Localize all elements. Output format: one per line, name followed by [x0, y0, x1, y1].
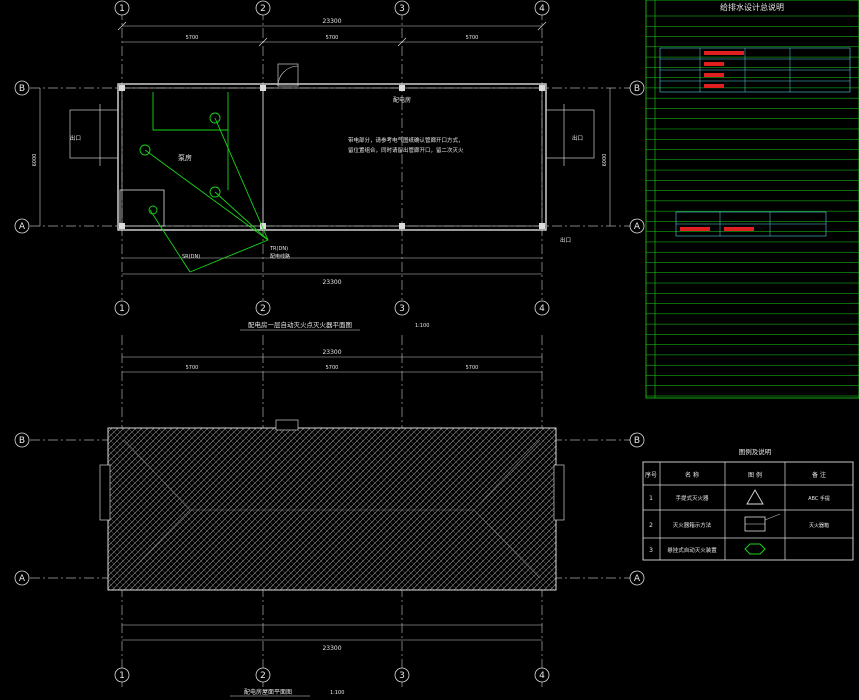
leader-label-2: TR(DN): [269, 246, 288, 252]
center-note-line1: 带电部分，请参考电气图纸确认管廊开口方式，: [348, 136, 464, 144]
roof-overall-dim-bottom: 23300: [322, 645, 341, 652]
svg-text:B: B: [634, 436, 640, 446]
legend-table: 图例及说明 序号 名 称 图 例 备 注 1 手提式灭火器 ABC 手提 2 灭…: [642, 447, 854, 561]
roof-axis-bubble-row-b-right: B: [629, 432, 645, 448]
roof-bay-dim-3: 5700: [466, 365, 479, 371]
svg-text:3: 3: [399, 4, 405, 14]
top-plan: 1 2 3 4 1 2 3 4: [14, 0, 645, 331]
room-label-pump: 泵房: [178, 153, 192, 162]
roof-bay-dim-2: 5700: [326, 365, 339, 371]
svg-text:A: A: [634, 222, 641, 232]
bay-dim-2: 5700: [326, 35, 339, 41]
roof-plan-scale: 1:100: [330, 690, 344, 696]
roof-axis-bubble-bottom-2: 2: [255, 667, 271, 683]
roof-plan: 23300 5700 5700 5700 23300 B A B: [14, 335, 645, 697]
roof-axis-bubble-row-a-left: A: [14, 570, 30, 586]
roof-axis-bubble-row-a-right: A: [629, 570, 645, 586]
legend-row1-no: 1: [649, 495, 653, 502]
bay-dim-1: 5700: [186, 35, 199, 41]
axis-bubble-top-3: 3: [394, 0, 410, 16]
top-dimension-lines: 23300 5700 5700 5700 23300 6000 6000: [32, 18, 611, 286]
leader-label-3: 配电线路: [270, 253, 290, 260]
svg-text:2: 2: [260, 304, 266, 314]
axis-bubble-mid-2: 2: [255, 300, 271, 316]
overall-dim-top: 23300: [322, 18, 341, 25]
side-note-left: 出口: [70, 134, 81, 142]
notes-panel-rules: [646, 15, 859, 397]
svg-text:3: 3: [399, 304, 405, 314]
svg-text:4: 4: [539, 4, 545, 14]
leader-label-1: SR(DN): [182, 254, 200, 260]
legend-row2-name: 灭火器箱示方法: [673, 521, 712, 529]
svg-text:1: 1: [119, 304, 125, 314]
axis-bubble-mid-4: 4: [534, 300, 550, 316]
axis-bubble-row-b-left: B: [14, 80, 30, 96]
legend-row1-name: 手提式灭火器: [675, 494, 709, 502]
axis-bubble-top-1: 1: [114, 0, 130, 16]
legend-row2-note: 灭火器箱: [809, 522, 829, 529]
side-note-right: 出口: [572, 134, 583, 142]
legend-row1-note: ABC 手提: [808, 495, 830, 502]
legend-header-no: 序号: [645, 471, 657, 479]
roof-axis-bubble-bottom-1: 1: [114, 667, 130, 683]
svg-text:B: B: [19, 84, 25, 94]
axis-bubble-top-2: 2: [255, 0, 271, 16]
top-plan-title: 配电房一层自动灭火点灭火器平面图: [248, 320, 352, 329]
roof-dimension-lines: 23300 5700 5700 5700 23300: [122, 349, 542, 652]
side-note-bottom: 出口: [560, 236, 571, 244]
notes-panel-title: 给排水设计总说明: [720, 2, 784, 12]
svg-text:2: 2: [260, 671, 266, 681]
svg-text:A: A: [634, 574, 641, 584]
design-notes-panel: 给排水设计总说明: [645, 0, 859, 399]
svg-text:B: B: [634, 84, 640, 94]
roof-bay-dim-1: 5700: [186, 365, 199, 371]
legend-header-note: 备 注: [812, 471, 826, 479]
center-note-line2: 留位置组合，同时请留出管廊开口，留二次灭火: [348, 146, 464, 154]
svg-text:A: A: [19, 574, 26, 584]
axis-bubble-row-a-right: A: [629, 218, 645, 234]
svg-text:4: 4: [539, 671, 545, 681]
axis-bubble-mid-3: 3: [394, 300, 410, 316]
axis-bubble-row-a-left: A: [14, 218, 30, 234]
fire-pipe-network: [139, 92, 269, 273]
svg-text:1: 1: [119, 4, 125, 14]
svg-text:4: 4: [539, 304, 545, 314]
roof-plan-title: 配电房屋面平面图: [244, 688, 292, 696]
axis-bubble-mid-1: 1: [114, 300, 130, 316]
room-label-power: 配电房: [393, 96, 411, 104]
legend-row2-no: 2: [649, 522, 653, 529]
building-walls: [69, 63, 595, 231]
overall-dim-top-bottom: 23300: [322, 279, 341, 286]
top-plan-scale: 1:100: [415, 323, 429, 329]
depth-dim-right: 6000: [602, 154, 608, 167]
roof-axis-bubble-bottom-4: 4: [534, 667, 550, 683]
bay-dim-3: 5700: [466, 35, 479, 41]
svg-text:3: 3: [399, 671, 405, 681]
svg-text:1: 1: [119, 671, 125, 681]
legend-header-symbol: 图 例: [748, 471, 762, 479]
svg-text:A: A: [19, 222, 26, 232]
roof-overall-dim: 23300: [322, 349, 341, 356]
axis-bubble-top-4: 4: [534, 0, 550, 16]
roof-axis-bubble-bottom-3: 3: [394, 667, 410, 683]
roof-axis-bubble-row-b-left: B: [14, 432, 30, 448]
legend-row3-no: 3: [649, 547, 653, 554]
svg-text:B: B: [19, 436, 25, 446]
svg-text:2: 2: [260, 4, 266, 14]
depth-dim-left: 6000: [32, 154, 38, 167]
axis-bubble-row-b-right: B: [629, 80, 645, 96]
extinguisher-triangle-icon: [746, 489, 764, 505]
legend-header-name: 名 称: [685, 471, 699, 479]
legend-title: 图例及说明: [739, 447, 772, 456]
legend-row3-name: 悬挂式自动灭火装置: [667, 546, 717, 554]
auto-extinguisher-hexagon-icon: [744, 543, 766, 555]
